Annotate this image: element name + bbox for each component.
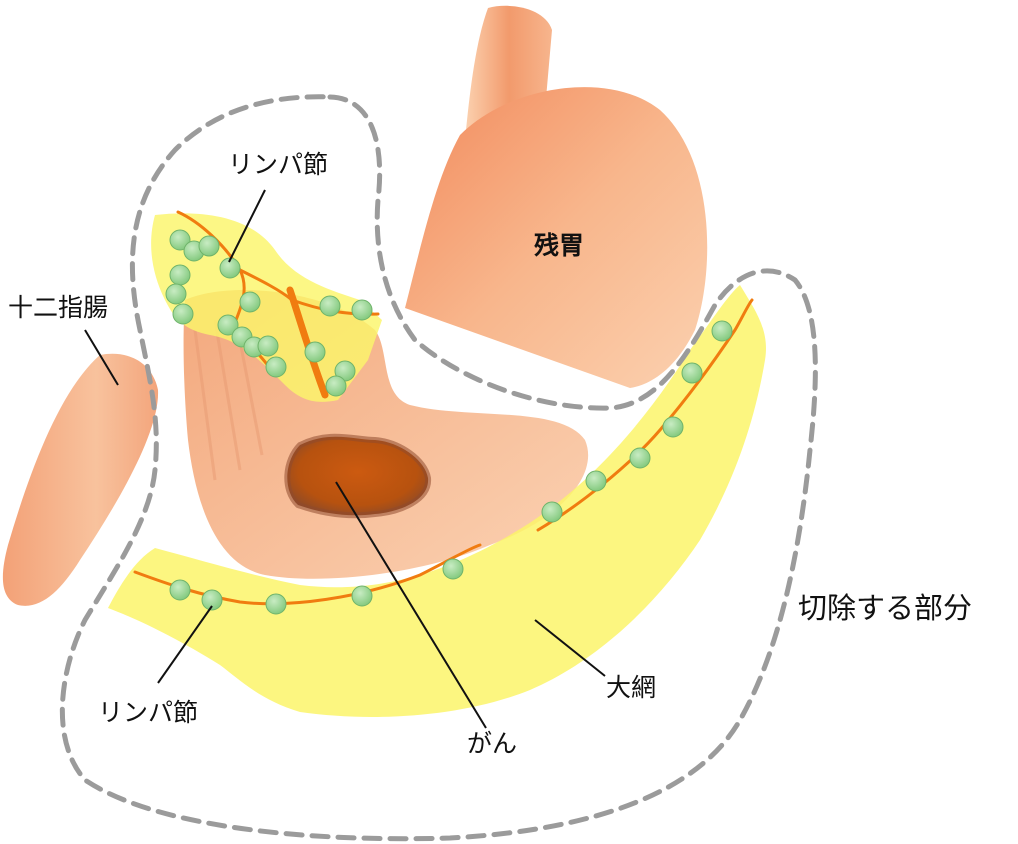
lymph-node [201,589,223,611]
leader-line-lymph-bottom [157,605,213,684]
lymph-node [165,283,187,305]
resection-outline [59,94,818,842]
lymph-node [265,593,287,615]
lymph-node [198,235,220,257]
leader-line-omentum [534,619,606,677]
lymph-node [351,585,373,607]
lymph-node [629,447,651,469]
label-resection-area: 切除する部分 [798,591,973,625]
label-greater-omentum: 大網 [606,673,657,702]
label-lymph-node-top: リンパ節 [228,150,329,179]
duodenum [2,353,159,606]
lymph-node [319,295,341,317]
lymph-node [169,579,191,601]
lymph-nodes [165,229,733,615]
lymph-node [169,229,191,251]
cancer-lesion [284,433,431,519]
label-lymph-node-bottom: リンパ節 [98,698,199,727]
lymph-node [169,264,191,286]
lymph-node [217,314,239,336]
remnant-stomach [405,87,708,388]
lymph-node [325,375,347,397]
lymph-node [172,303,194,325]
lymph-node [662,416,684,438]
lymph-node [541,501,563,523]
lymph-node [265,356,287,378]
label-cancer: がん [467,729,518,758]
lymph-node [442,558,464,580]
lymph-node [304,341,326,363]
lymph-node [681,362,703,384]
label-remnant-stomach: 残胃 [534,231,585,260]
lymph-node [351,299,373,321]
leader-line-lymph-top [228,189,266,263]
leader-line-cancer [335,481,487,729]
lymph-node [711,320,733,342]
label-duodenum: 十二指腸 [8,293,109,322]
leader-line-duodenum [84,329,119,386]
lymph-node [239,291,261,313]
leader-lines [84,189,606,729]
lymph-node [585,470,607,492]
lymph-node [257,335,279,357]
